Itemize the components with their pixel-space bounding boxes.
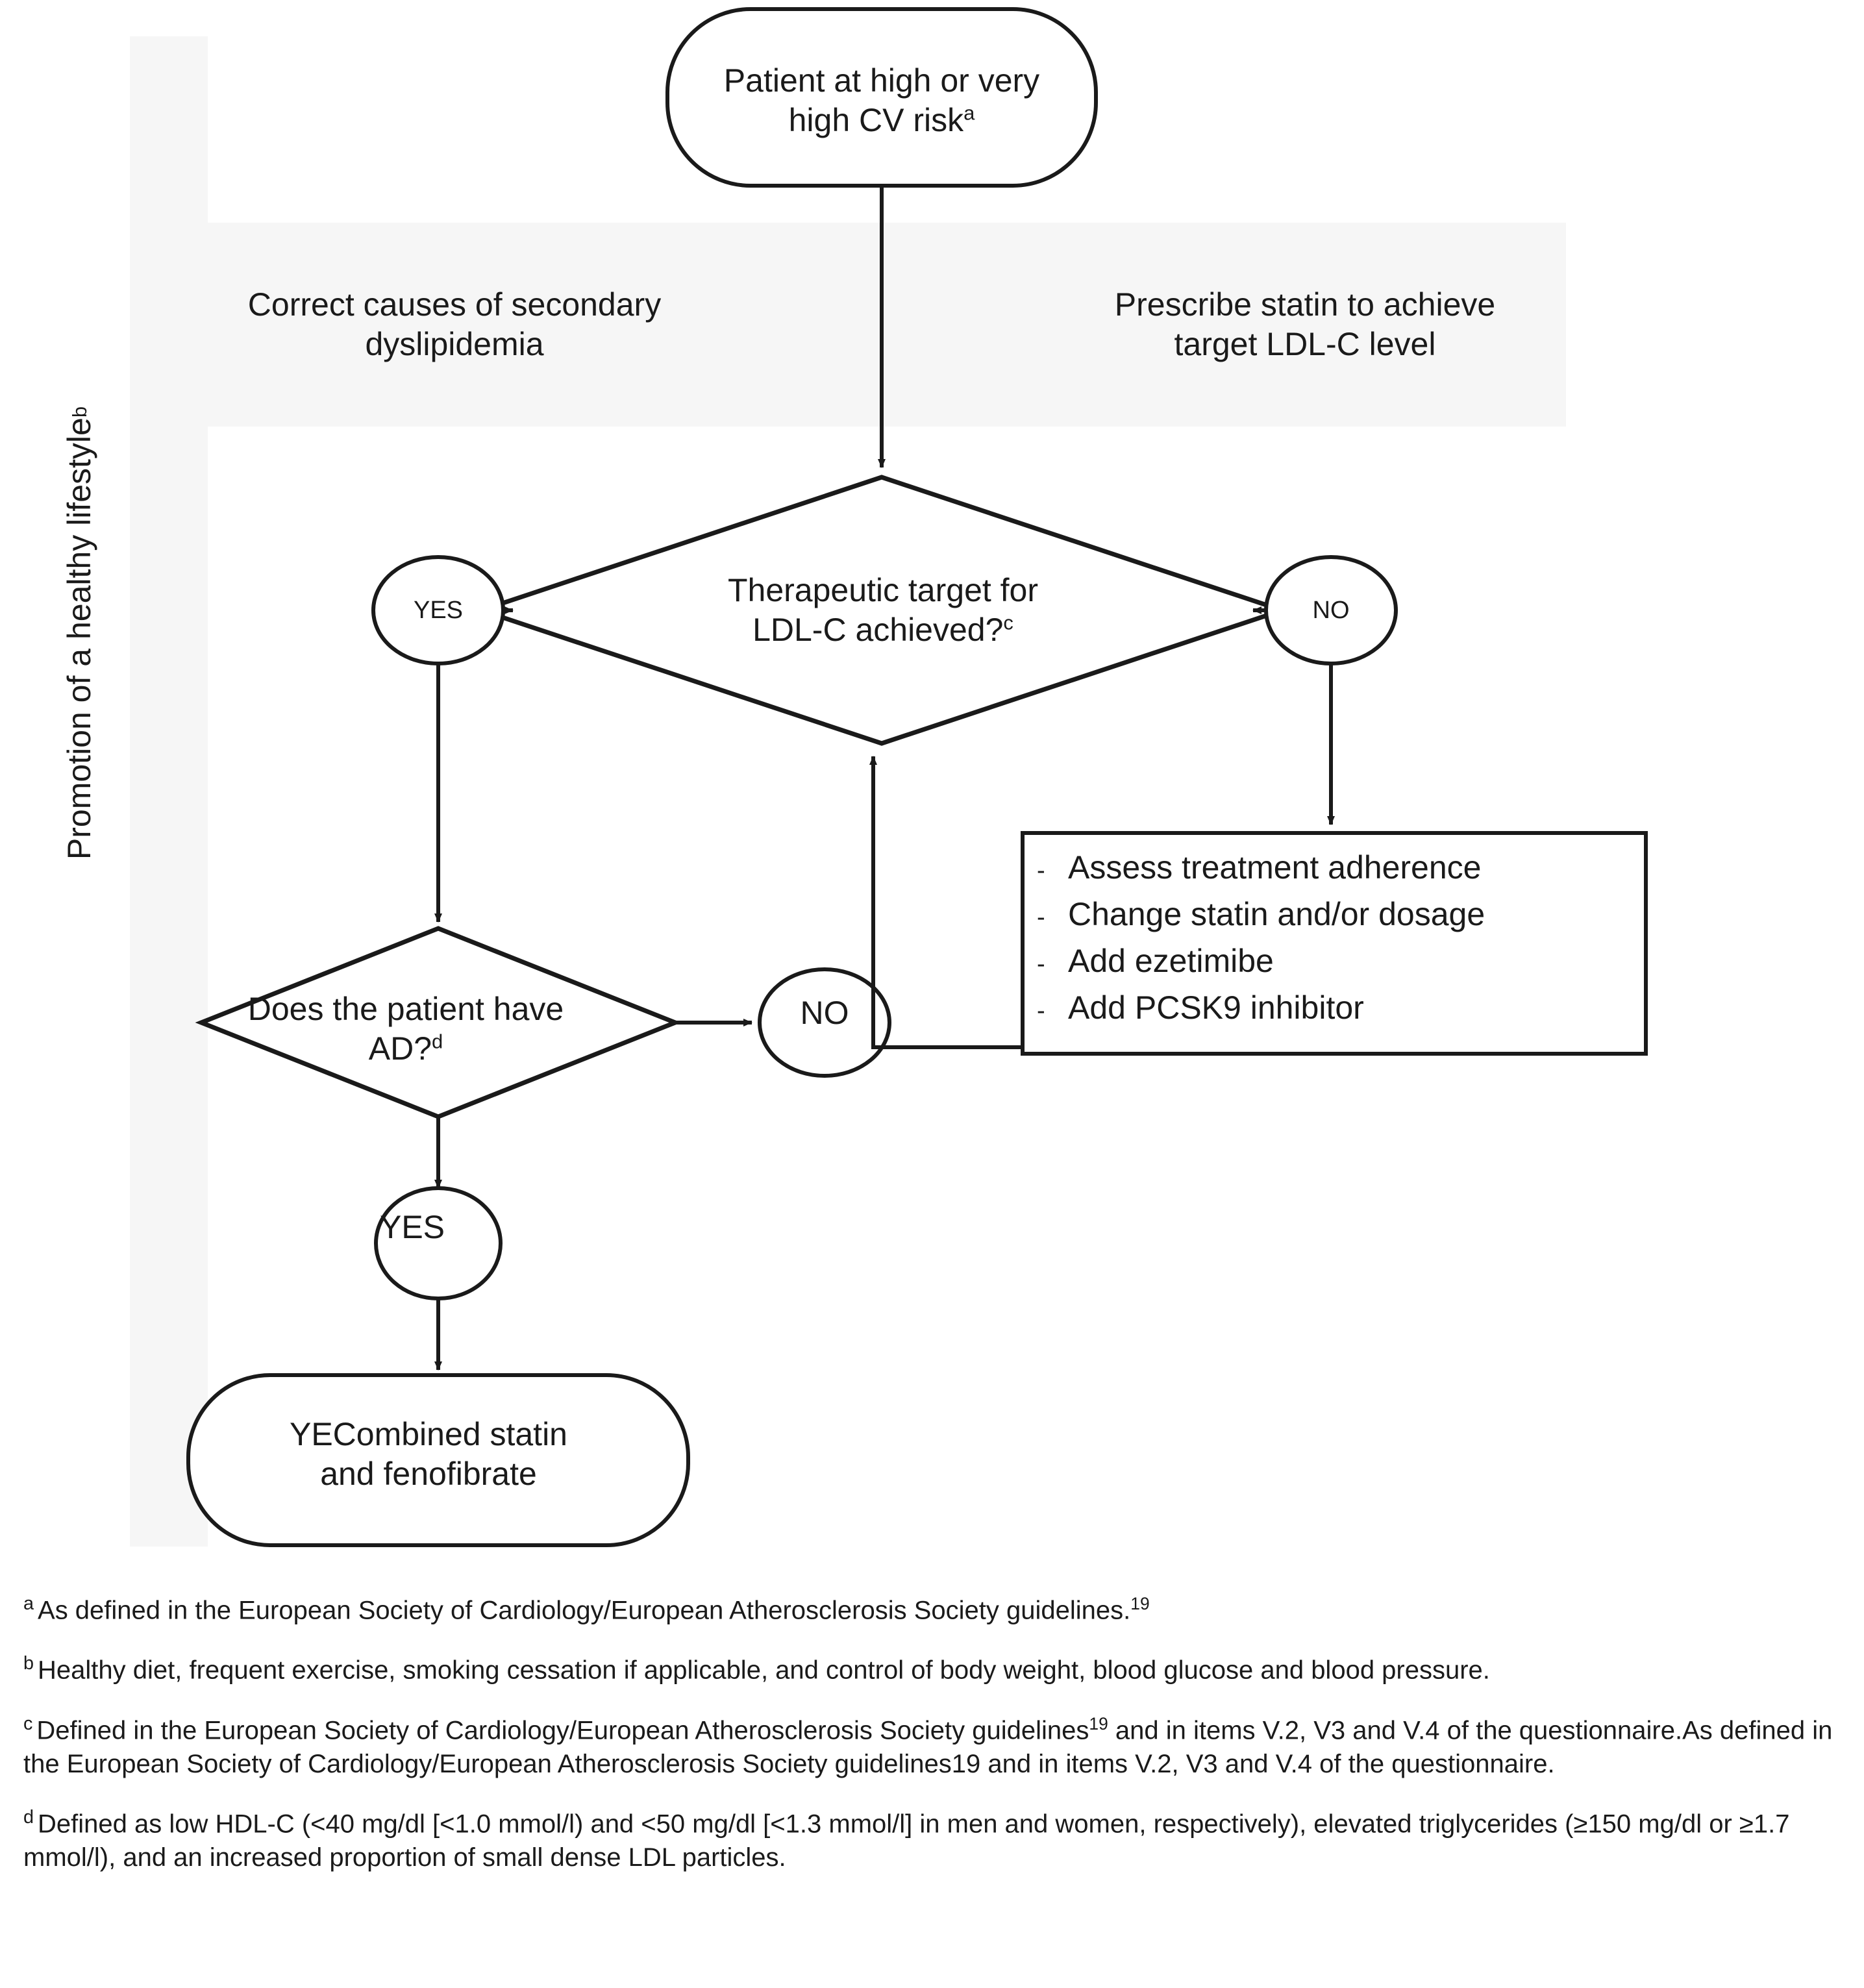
end-node-shape <box>186 1373 690 1547</box>
ldl-no-ellipse <box>1264 555 1398 665</box>
footnote-c-text: Defined in the European Society of Cardi… <box>36 1715 1089 1745</box>
footnote-d-text: Defined as low HDL-C (<40 mg/dl [<1.0 mm… <box>23 1809 1790 1872</box>
treatment-item-2: Add ezetimibe <box>1068 943 1274 979</box>
bullet-dash-icon: - <box>1037 857 1045 884</box>
footnote-b-marker: b <box>23 1653 34 1674</box>
bullet-dash-icon: - <box>1037 904 1045 931</box>
ldl-decision-shape <box>473 475 1290 746</box>
treatment-list-item: - Change statin and/or dosage <box>1037 898 1634 930</box>
treatment-item-1: Change statin and/or dosage <box>1068 896 1485 932</box>
footnote-b-text: Healthy diet, frequent exercise, smoking… <box>38 1656 1490 1685</box>
treatment-principles-grey-band <box>208 223 1566 427</box>
connector-treatment-box-feedback-loop <box>869 756 1023 1049</box>
ad-decision-shape <box>195 926 682 1119</box>
start-node-shape <box>665 7 1098 188</box>
lifestyle-grey-sidebar <box>130 36 208 1547</box>
footnote-a-marker: a <box>23 1593 34 1614</box>
treatment-options-list: - Assess treatment adherence - Change st… <box>1023 833 1646 1054</box>
footnote-a-reference: 19 <box>1130 1594 1150 1613</box>
ad-no-ellipse <box>758 967 891 1078</box>
treatment-box-shape <box>1021 831 1648 1056</box>
footnote-d-marker: d <box>23 1806 34 1828</box>
bullet-dash-icon: - <box>1037 997 1045 1025</box>
treatment-item-0: Assess treatment adherence <box>1068 849 1482 886</box>
treatment-list-item: - Assess treatment adherence <box>1037 851 1634 884</box>
footnote-c-text-tail: and in items V.2, V3 and V.4 of the ques… <box>23 1715 1833 1778</box>
ldl-yes-ellipse <box>371 555 505 665</box>
treatment-list-item: - Add ezetimibe <box>1037 945 1634 977</box>
treatment-list-item: - Add PCSK9 inhibitor <box>1037 991 1634 1024</box>
footnote-c-marker: c <box>23 1713 33 1734</box>
bullet-dash-icon: - <box>1037 951 1045 978</box>
footnote-c-reference: 19 <box>1089 1713 1108 1733</box>
treatment-item-3: Add PCSK9 inhibitor <box>1068 989 1364 1026</box>
footnote-a-text: As defined in the European Society of Ca… <box>38 1596 1131 1625</box>
ad-yes-ellipse <box>374 1186 503 1300</box>
